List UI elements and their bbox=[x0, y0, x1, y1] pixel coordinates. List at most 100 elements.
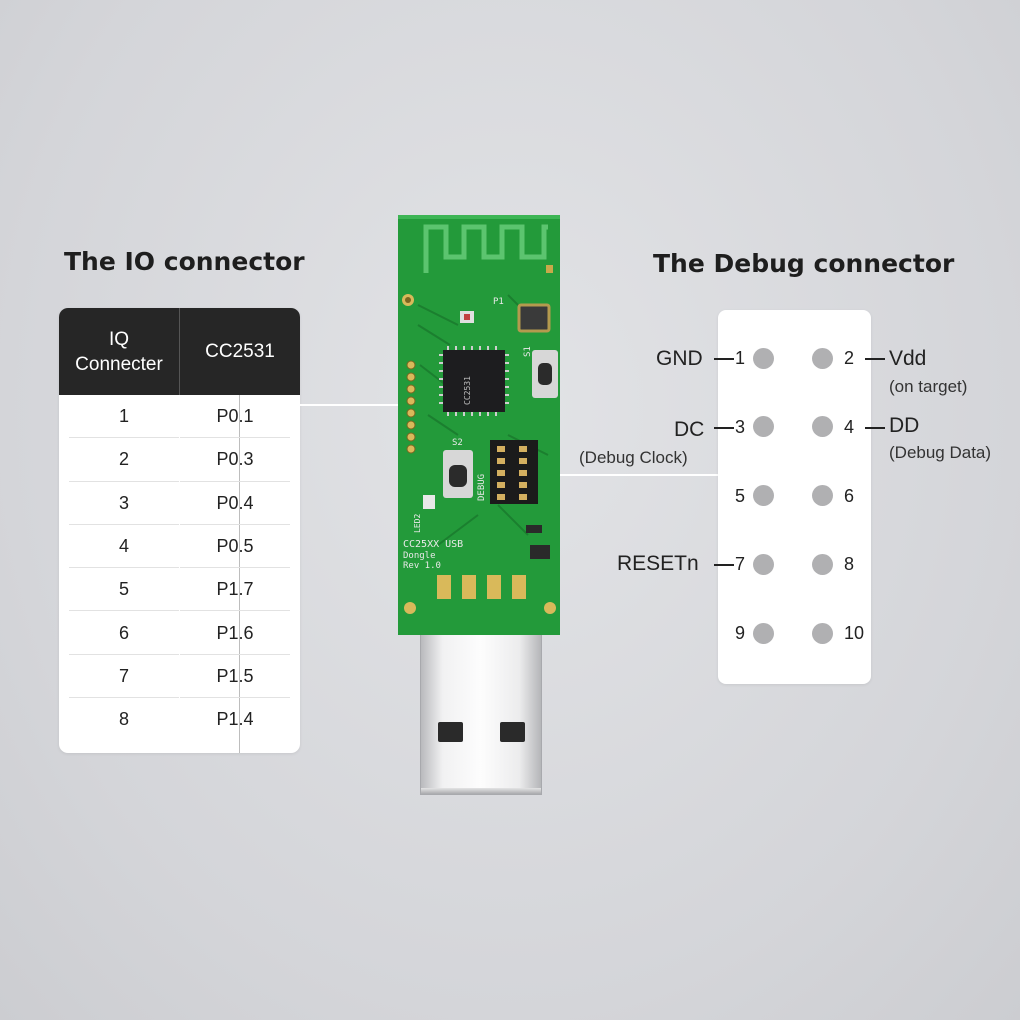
header-iq-connecter: IQ Connecter bbox=[59, 308, 179, 395]
header-label: CC2531 bbox=[205, 341, 275, 362]
transistor bbox=[530, 545, 550, 559]
table-row: 6 P1.6 bbox=[59, 611, 300, 655]
chip-pins bbox=[439, 346, 509, 416]
dd-sub-label: (Debug Data) bbox=[889, 443, 992, 462]
small-led-p1 bbox=[464, 314, 470, 320]
table-row: 2 P0.3 bbox=[59, 438, 300, 482]
cc2531-port-cell: P0.5 bbox=[216, 536, 254, 557]
column-divider bbox=[239, 395, 240, 753]
row-divider bbox=[180, 567, 290, 569]
iq-pin-cell: 8 bbox=[118, 709, 129, 730]
antenna-pad bbox=[546, 265, 553, 273]
silk-s2: S2 bbox=[452, 438, 463, 448]
vdd-label: Vdd bbox=[889, 347, 927, 370]
io-header-pads bbox=[406, 360, 416, 454]
debug-pin-4 bbox=[812, 416, 833, 437]
row-divider bbox=[69, 567, 179, 569]
debug-pin-2 bbox=[812, 348, 833, 369]
debug-pin-7 bbox=[753, 554, 774, 575]
pin-number-6: 6 bbox=[844, 486, 855, 506]
dc-label: DC bbox=[674, 418, 705, 441]
debug-pin-6 bbox=[812, 485, 833, 506]
usb-bottom-edge bbox=[421, 788, 541, 794]
cc2531-port-cell: P0.3 bbox=[216, 449, 254, 470]
io-connector-title: The IO connector bbox=[64, 247, 305, 276]
led2 bbox=[423, 495, 435, 509]
button-s1-cap bbox=[538, 363, 552, 385]
debug-pin-10 bbox=[812, 623, 833, 644]
silk-chip: CC2531 bbox=[463, 376, 472, 405]
debug-pin-5 bbox=[753, 485, 774, 506]
vdd-sub-label: (on target) bbox=[889, 377, 968, 396]
pcb-antenna-trace bbox=[423, 224, 548, 273]
mount-hole-br bbox=[544, 602, 556, 614]
dc-dash bbox=[714, 427, 734, 429]
debug-pin-3 bbox=[753, 416, 774, 437]
usb-hole-left bbox=[438, 722, 463, 742]
pin-number-3: 3 bbox=[735, 417, 746, 437]
usb-hole-right bbox=[500, 722, 525, 742]
gnd-dash bbox=[714, 358, 734, 360]
iq-pin-cell: 5 bbox=[118, 579, 129, 600]
row-divider bbox=[180, 653, 290, 655]
pcb-substrate bbox=[398, 215, 560, 635]
iq-pin-cell: 6 bbox=[118, 622, 129, 643]
debug-header-pins bbox=[497, 446, 527, 500]
cc2531-port-cell: P0.4 bbox=[216, 492, 254, 513]
iq-pin-cell: 1 bbox=[118, 406, 129, 427]
iq-pin-cell: 7 bbox=[118, 665, 129, 686]
silk-debug: DEBUG bbox=[477, 474, 487, 501]
row-divider bbox=[180, 480, 290, 482]
pin-number-1: 1 bbox=[735, 348, 746, 368]
dd-dash bbox=[865, 427, 885, 429]
header-divider bbox=[179, 308, 180, 395]
pin-number-4: 4 bbox=[844, 417, 855, 437]
header-label: IQ Connecter bbox=[75, 328, 163, 375]
silk-dongle: Dongle bbox=[403, 551, 436, 561]
table-row: 4 P0.5 bbox=[59, 525, 300, 569]
cc2531-port-cell: P1.7 bbox=[216, 579, 254, 600]
silk-cc25xx: CC25XX USB bbox=[403, 539, 463, 550]
cc2531-port-cell: P1.6 bbox=[216, 622, 254, 643]
vdd-dash bbox=[865, 358, 885, 360]
cc2531-port-cell: P1.4 bbox=[216, 709, 254, 730]
row-divider bbox=[180, 697, 290, 699]
crystal-oscillator bbox=[517, 303, 551, 333]
table-body: 1 P0.1 2 P0.3 3 P0.4 4 P0.5 5 P1.7 6 P1.… bbox=[59, 395, 300, 741]
io-connector-table: IQ Connecter CC2531 1 P0.1 2 P0.3 3 P0.4… bbox=[59, 308, 300, 753]
row-divider bbox=[69, 653, 179, 655]
cc2531-port-cell: P1.5 bbox=[216, 665, 254, 686]
pin-number-5: 5 bbox=[735, 486, 746, 506]
debug-connector-panel: 1 2 3 4 5 6 7 8 9 10 bbox=[718, 310, 871, 684]
debug-leader-line bbox=[548, 474, 718, 476]
pin-number-8: 8 bbox=[844, 554, 855, 574]
cc2531-port-cell: P0.1 bbox=[216, 406, 254, 427]
resistor-1 bbox=[526, 525, 542, 533]
iq-pin-cell: 3 bbox=[118, 492, 129, 513]
row-divider bbox=[69, 610, 179, 612]
pin-number-7: 7 bbox=[735, 554, 746, 574]
cc2531-usb-dongle-board: CC25XX USB Dongle Rev 1.0 DEBUG CC2531 P… bbox=[398, 215, 560, 635]
row-divider bbox=[69, 697, 179, 699]
io-leader-line bbox=[300, 404, 408, 406]
row-divider bbox=[69, 480, 179, 482]
reset-dash bbox=[714, 564, 734, 566]
reset-label: RESETn bbox=[617, 552, 699, 575]
debug-pin-9 bbox=[753, 623, 774, 644]
debug-pin-8 bbox=[812, 554, 833, 575]
table-row: 3 P0.4 bbox=[59, 482, 300, 525]
debug-connector-title: The Debug connector bbox=[653, 249, 955, 278]
iq-pin-cell: 4 bbox=[118, 536, 129, 557]
pin-number-10: 10 bbox=[844, 623, 865, 643]
row-divider bbox=[180, 523, 290, 525]
header-cc2531: CC2531 bbox=[180, 308, 300, 395]
pin-number-9: 9 bbox=[735, 623, 746, 643]
row-divider bbox=[69, 523, 179, 525]
pin-number-2: 2 bbox=[844, 348, 855, 368]
pcb-edge-highlight bbox=[398, 215, 560, 219]
table-row: 8 P1.4 bbox=[59, 698, 300, 741]
silk-s1: S1 bbox=[523, 346, 533, 357]
mount-hole-inner-top bbox=[405, 297, 411, 303]
table-row: 5 P1.7 bbox=[59, 568, 300, 612]
table-row: 1 P0.1 bbox=[59, 395, 300, 439]
